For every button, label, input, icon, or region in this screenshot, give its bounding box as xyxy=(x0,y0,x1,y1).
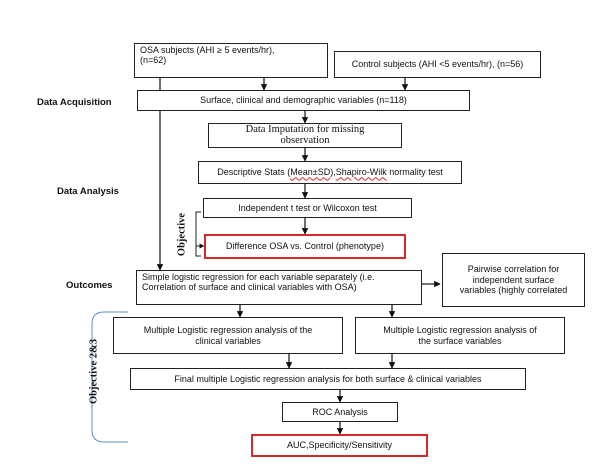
multiple-clinical-box: Multiple Logistic regression analysis of… xyxy=(113,317,343,354)
ttest-box: Independent t test or Wilcoxon test xyxy=(203,198,412,218)
stage-data-acquisition: Data Acquisition xyxy=(37,97,112,108)
descriptive-part2: ), xyxy=(330,167,336,178)
objective-2-3-bracket xyxy=(91,311,128,443)
objective-bracket xyxy=(195,211,201,257)
roc-analysis-box: ROC Analysis xyxy=(282,402,398,422)
multiple-surface-box: Multiple Logistic regression analysis of… xyxy=(355,317,565,354)
multiple-clinical-line1: Multiple Logistic regression analysis of… xyxy=(143,325,313,336)
variables-box: Surface, clinical and demographic variab… xyxy=(137,90,470,111)
descriptive-stats-box: Descriptive Stats (Mean±SD),Shapiro-Wilk… xyxy=(198,161,462,184)
stage-data-analysis: Data Analysis xyxy=(57,186,119,197)
objective-label: Objective xyxy=(176,212,188,257)
imputation-box: Data Imputation for missing observation xyxy=(208,123,402,148)
pairwise-line2: independent surface xyxy=(472,274,555,285)
imputation-line2: observation xyxy=(280,134,330,146)
descriptive-mean-sd: Mean±SD xyxy=(290,167,331,178)
final-multiple-box: Final multiple Logistic regression analy… xyxy=(130,368,526,390)
multiple-clinical-line2: clinical variables xyxy=(195,335,261,346)
stage-outcomes: Outcomes xyxy=(66,280,113,291)
imputation-line1: Data Imputation for missing xyxy=(245,124,365,135)
osa-subjects-line1: OSA subjects (AHI ≥ 5 events/hr), xyxy=(140,45,275,55)
osa-subjects-box: OSA subjects (AHI ≥ 5 events/hr), (n=62) xyxy=(134,43,328,78)
descriptive-part3: normality test xyxy=(386,167,443,178)
control-subjects-box: Control subjects (AHI <5 events/hr), (n=… xyxy=(334,51,541,78)
simple-logistic-line2: Correlation of surface and clinical vari… xyxy=(142,282,357,293)
objective-2-3-label: Objective 2&3 xyxy=(88,338,100,405)
simple-logistic-box: Simple logistic regression for each vari… xyxy=(136,270,422,305)
auc-box: AUC,Specificity/Sensitivity xyxy=(251,434,428,457)
pairwise-correlation-box: Pairwise correlation for independent sur… xyxy=(442,253,585,307)
descriptive-part1: Descriptive Stats ( xyxy=(217,167,291,178)
difference-box: Difference OSA vs. Control (phenotype) xyxy=(204,234,406,259)
pairwise-line1: Pairwise correlation for xyxy=(467,264,560,275)
osa-subjects-line2: (n=62) xyxy=(140,55,167,66)
multiple-surface-line2: the surface variables xyxy=(418,335,502,346)
simple-logistic-line1: Simple logistic regression for each vari… xyxy=(142,272,375,282)
pairwise-line3: variables (highly correlated xyxy=(459,285,568,296)
multiple-surface-line1: Multiple Logistic regression analysis of xyxy=(383,325,537,336)
descriptive-shapiro: Shapiro-Wilk xyxy=(335,167,387,178)
